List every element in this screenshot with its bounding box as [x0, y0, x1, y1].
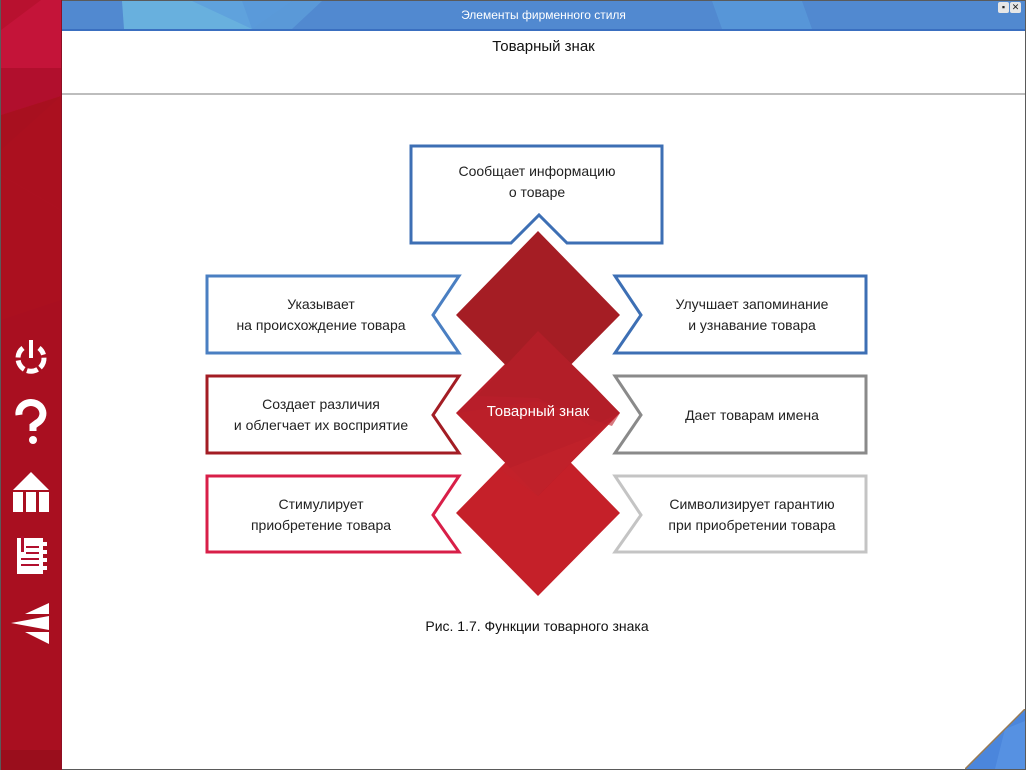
box-top	[409, 144, 664, 245]
back-icon	[11, 603, 49, 644]
sidebar	[1, 0, 62, 770]
box-right-3	[612, 474, 868, 554]
help-icon	[15, 399, 47, 444]
diamond-shine	[456, 401, 620, 496]
titlebar-background	[122, 1, 812, 29]
figure-caption: Рис. 1.7. Функции товарного знака	[425, 618, 649, 634]
page-corner-fold[interactable]	[965, 709, 1025, 769]
page-title: Товарный знак	[492, 38, 595, 55]
power-button[interactable]	[9, 334, 53, 382]
trademark-diagram	[205, 144, 868, 596]
minimize-button[interactable]: ▪	[998, 2, 1009, 13]
box-right-2-text: Дает товарам имена	[685, 406, 819, 423]
power-icon	[15, 340, 47, 374]
back-button[interactable]	[9, 598, 53, 646]
box-left-1	[205, 274, 462, 355]
center-label: Товарный знак	[486, 403, 590, 420]
box-left-3	[205, 474, 462, 554]
help-button[interactable]	[9, 398, 53, 446]
sidebar-background	[1, 0, 61, 770]
diamond-overlap-1	[477, 331, 620, 426]
window-titlebar: Элементы фирменного стиля ▪ ✕	[62, 1, 1025, 31]
contents-icon	[17, 536, 47, 574]
diamond-top	[456, 231, 620, 398]
home-icon	[13, 472, 49, 512]
header-divider	[62, 93, 1025, 95]
diamond-overlap-2	[502, 413, 620, 496]
close-button[interactable]: ✕	[1010, 2, 1021, 13]
diamond-bottom	[456, 429, 620, 596]
contents-button[interactable]	[9, 532, 53, 580]
box-left-2	[205, 374, 462, 455]
window-title: Элементы фирменного стиля	[461, 8, 626, 22]
box-right-2	[612, 374, 868, 455]
home-button[interactable]	[9, 468, 53, 516]
box-right-1	[612, 274, 868, 355]
